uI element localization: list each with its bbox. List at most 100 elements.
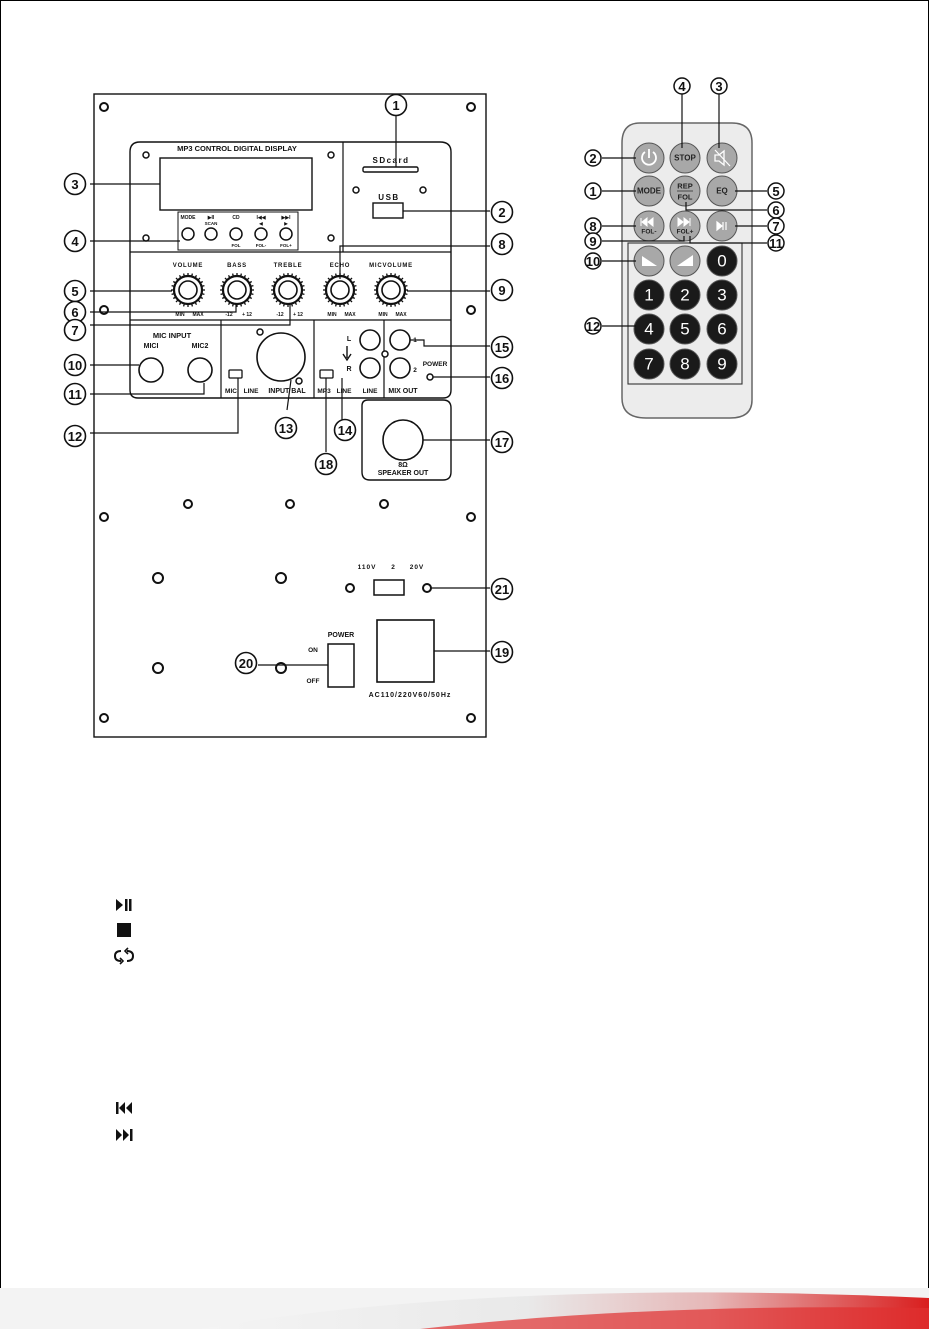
- sd-card-slot[interactable]: [362, 166, 419, 173]
- usb-label: USB: [378, 193, 399, 202]
- callout-number: 5: [71, 284, 78, 299]
- callout-number: 14: [338, 423, 353, 438]
- power-key[interactable]: [633, 142, 665, 174]
- volume-down-key[interactable]: [633, 245, 665, 277]
- next-track-icon: [116, 1129, 133, 1141]
- knob-max-label: MAX: [395, 312, 407, 318]
- volume-up-icon: [677, 255, 693, 266]
- digit-key[interactable]: 5: [669, 313, 701, 345]
- screw-holes: [99, 102, 476, 723]
- remote-callout-marker: 2: [584, 149, 602, 167]
- mp3-button-sub-label: ▶: [283, 221, 289, 226]
- callout-number: 11: [68, 387, 82, 402]
- tone-knob[interactable]: [323, 273, 357, 307]
- digit-key[interactable]: 6: [706, 313, 738, 345]
- callout-number: 12: [68, 429, 82, 444]
- play-pause-key[interactable]: [706, 210, 738, 242]
- mic1-label: MICI: [144, 343, 159, 350]
- voltage-20-label: 20V: [410, 564, 425, 571]
- speaker-out-jack[interactable]: [382, 419, 424, 461]
- callout-number: 21: [495, 582, 509, 597]
- mode-key-label: MODE: [637, 187, 662, 196]
- line-switch-label-2: LINE: [337, 388, 352, 395]
- volume-down-icon: [642, 256, 657, 266]
- usb-port[interactable]: [372, 202, 404, 219]
- digit-key[interactable]: 7: [633, 348, 665, 380]
- knob-min-label: MIN: [378, 312, 388, 318]
- digit-key[interactable]: 8: [669, 348, 701, 380]
- mp3-button-bottom-label: FOL+: [280, 243, 292, 248]
- volume-up-key[interactable]: [669, 245, 701, 277]
- callout-marker: 20: [234, 651, 258, 675]
- mix-out-2-label: 2: [413, 367, 417, 374]
- fol-minus-label: FOL-: [641, 229, 656, 236]
- callout-number: 9: [498, 283, 505, 298]
- line-in-right-jack[interactable]: [359, 357, 381, 379]
- line-in-label: LINE: [363, 388, 378, 395]
- ac-power-socket[interactable]: [376, 619, 435, 683]
- line-in-left-jack[interactable]: [359, 329, 381, 351]
- mp3-line-switch[interactable]: [319, 369, 334, 379]
- mic-line-switch[interactable]: [228, 369, 243, 379]
- eq-key-label: EQ: [716, 187, 728, 196]
- voltage-selector-switch[interactable]: [373, 579, 405, 596]
- tone-knob[interactable]: [220, 273, 254, 307]
- mode-key[interactable]: MODE: [633, 175, 665, 207]
- remote-callout-number: 4: [678, 79, 686, 94]
- power-switch[interactable]: [327, 643, 355, 688]
- mic1-jack[interactable]: [138, 357, 164, 383]
- eq-key[interactable]: EQ: [706, 175, 738, 207]
- callout-number: 13: [279, 421, 293, 436]
- digit-key[interactable]: 0: [706, 245, 738, 277]
- stop-key-label: STOP: [674, 154, 696, 163]
- digit-key[interactable]: 1: [633, 279, 665, 311]
- knob-max-label: MAX: [192, 312, 204, 318]
- knob-min-label: -12: [276, 312, 283, 318]
- fol-plus-label: FOL+: [677, 229, 694, 236]
- digit-key[interactable]: 3: [706, 279, 738, 311]
- callout-marker: 17: [490, 430, 514, 454]
- mp3-button[interactable]: [229, 227, 243, 241]
- prev-key[interactable]: FOL-: [633, 210, 665, 242]
- mute-key[interactable]: [706, 142, 738, 174]
- mp3-button[interactable]: [181, 227, 195, 241]
- mp3-button[interactable]: [204, 227, 218, 241]
- jack-r-label: R: [346, 366, 351, 373]
- mic2-label: MIC2: [192, 343, 209, 350]
- callout-number: 10: [68, 358, 82, 373]
- tone-knob[interactable]: [271, 273, 305, 307]
- tone-knob[interactable]: [171, 273, 205, 307]
- next-key[interactable]: FOL+: [669, 210, 701, 242]
- callout-marker: 9: [490, 278, 514, 302]
- mix-out-1-jack[interactable]: [389, 329, 411, 351]
- stop-icon: [117, 923, 131, 937]
- mp3-button[interactable]: [254, 227, 268, 241]
- input-balance-knob[interactable]: [256, 332, 306, 382]
- digit-key[interactable]: 2: [669, 279, 701, 311]
- stop-key[interactable]: STOP: [669, 142, 701, 174]
- remote-callout-number: 10: [586, 254, 600, 269]
- callout-marker: 21: [490, 577, 514, 601]
- fol-key-label: FOL: [678, 193, 693, 202]
- callout-marker: 18: [314, 452, 338, 476]
- remote-callout-marker: 10: [584, 252, 602, 270]
- ac-input-label: AC110/220V60/50Hz: [369, 692, 452, 699]
- digit-key-label: 7: [644, 355, 653, 374]
- digit-key[interactable]: 9: [706, 348, 738, 380]
- panel-leader-lines: [90, 114, 490, 666]
- callout-marker: 7: [63, 318, 87, 342]
- line-switch-label: LINE: [244, 388, 259, 395]
- remote-callout-marker: 12: [584, 317, 602, 335]
- mp3-button[interactable]: [279, 227, 293, 241]
- speaker-ohm-label: 8Ω: [398, 462, 408, 469]
- digit-key[interactable]: 4: [633, 313, 665, 345]
- tone-knob[interactable]: [374, 273, 408, 307]
- mic2-jack[interactable]: [187, 357, 213, 383]
- mix-out-2-jack[interactable]: [389, 357, 411, 379]
- voltage-110-label: 110V: [358, 564, 377, 571]
